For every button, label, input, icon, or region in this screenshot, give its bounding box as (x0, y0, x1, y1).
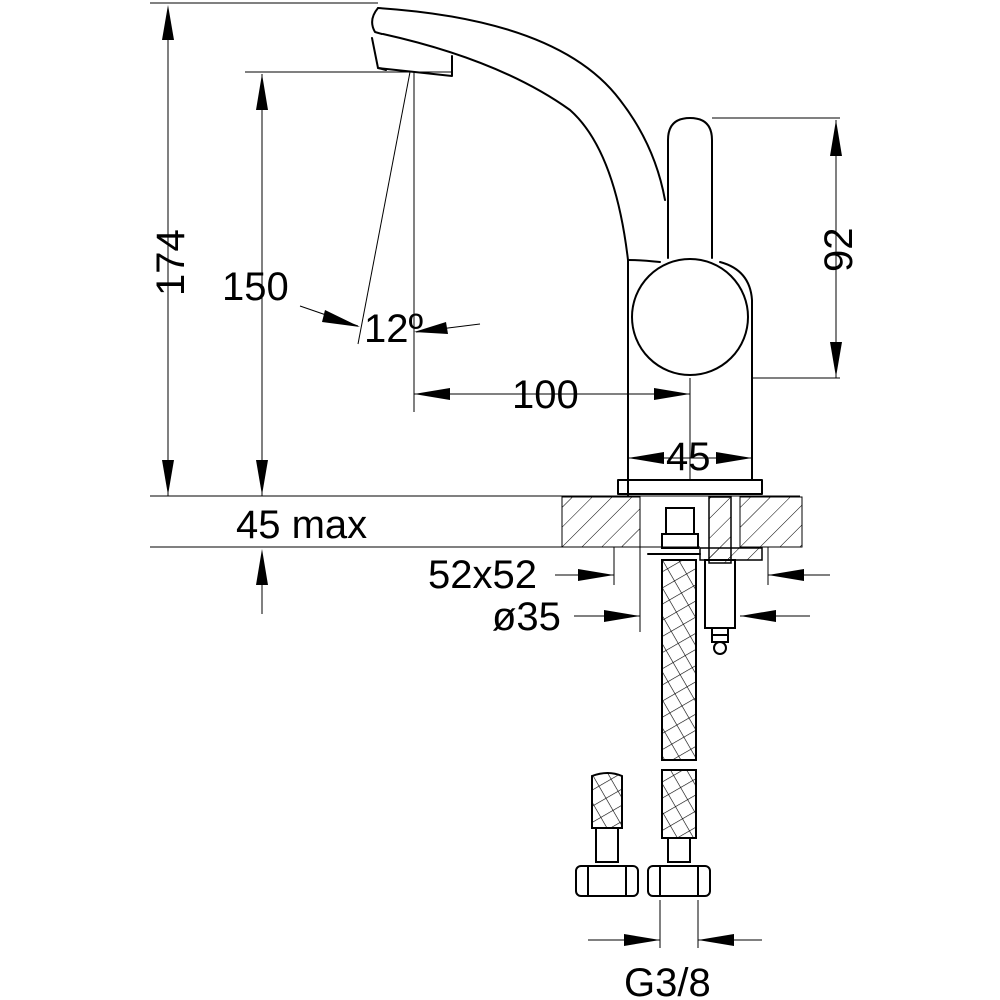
supply-hoses (575, 507, 711, 897)
dim-45-max-label: 45 max (236, 503, 367, 547)
dim-45-label: 45 (666, 435, 711, 479)
dim-174-label: 174 (149, 229, 193, 296)
mounting-stud (704, 496, 736, 655)
dim-52x52-label: 52x52 (428, 553, 537, 597)
dim-100-label: 100 (512, 373, 579, 417)
faucet-body (371, 7, 763, 496)
dim-hole-label: ø35 (492, 595, 561, 639)
dim-thread-label: G3/8 (624, 961, 711, 1000)
dim-angle-label: 12º (364, 307, 423, 351)
dim-92-label: 92 (817, 228, 861, 273)
dimension-lines (150, 2, 842, 948)
dim-150-label: 150 (222, 265, 289, 309)
